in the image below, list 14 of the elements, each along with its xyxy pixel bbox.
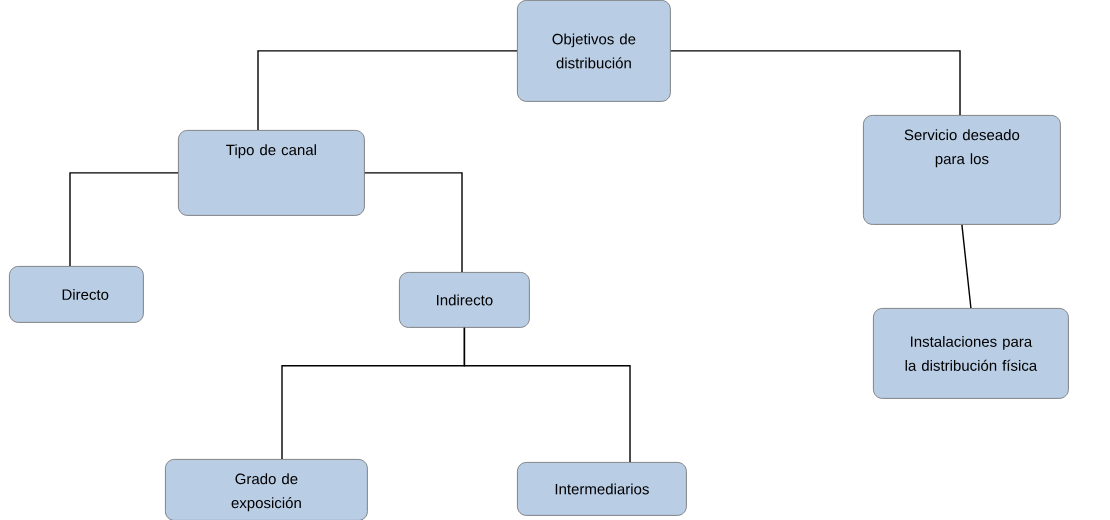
process-box: Directo — [9, 266, 144, 323]
process-box: Servicio deseado para los — [863, 115, 1061, 225]
connector-line — [364, 172, 463, 273]
process-box: Grado de exposición — [165, 459, 368, 520]
connector-line — [257, 50, 518, 131]
process-box: Intermediarios — [517, 462, 687, 516]
process-box: Tipo de canal — [178, 130, 365, 216]
connector-line — [69, 172, 179, 267]
connector-line — [670, 50, 961, 116]
process-box: Instalaciones para la distribución física — [873, 308, 1069, 399]
connector-line — [961, 224, 972, 309]
process-box: Objetivos de distribución — [517, 0, 671, 102]
process-box: Indirecto — [399, 272, 530, 328]
connector-line — [463, 327, 631, 463]
